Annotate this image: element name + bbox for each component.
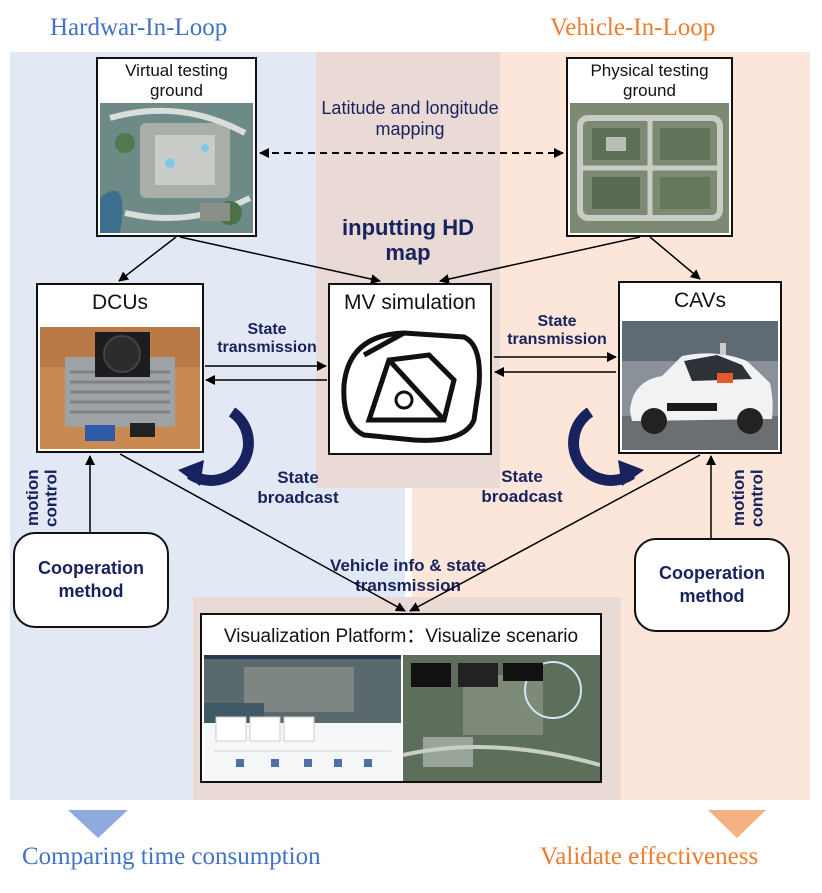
physical-to-mv-arrow	[439, 236, 641, 284]
dcus-title: DCUs	[92, 291, 148, 314]
virtual-ground-title-line2: ground	[150, 80, 203, 100]
state-transmission-right-label: State transmission	[494, 313, 620, 350]
cavs-to-visualization-arrow	[409, 454, 701, 612]
vil-header: Vehicle-In-Loop	[550, 14, 716, 41]
visualization-screenshot-right	[403, 655, 600, 781]
virtual-testing-ground-box: Virtual testing ground	[96, 57, 257, 237]
physical-testing-ground-box: Physical testing ground	[566, 57, 733, 237]
vehicle-info-line1: Vehicle info & state	[330, 556, 486, 575]
dcus-box: DCUs	[36, 283, 204, 453]
broadcast-right-line2: broadcast	[481, 486, 563, 506]
hd-map-image	[334, 325, 486, 449]
cooperation-method-left-box: Cooperation method	[13, 532, 169, 628]
coop-right-line2: method	[679, 586, 745, 606]
virtual-ground-title-line1: Virtual testing	[125, 61, 228, 80]
hd-map-line1: inputting HD	[342, 215, 474, 240]
dcu-hardware-image	[40, 327, 200, 449]
cavs-title: CAVs	[673, 289, 727, 312]
cooperation-method-right-box: Cooperation method	[634, 538, 790, 632]
visualization-platform-box: Visualization Platform：Visualize scenari…	[200, 613, 602, 783]
state-broadcast-right-label: State broadcast	[462, 467, 582, 506]
state-broadcast-left-label: State broadcast	[238, 468, 358, 507]
state-tx-right-line1: State	[537, 313, 577, 330]
broadcast-right-line1: State	[501, 467, 543, 486]
broadcast-left-line1: State	[277, 468, 319, 487]
vehicle-info-line2: transmission	[355, 575, 461, 595]
physical-to-cavs-arrow	[649, 236, 701, 280]
virtual-to-dcus-arrow	[118, 236, 177, 282]
vil-footer: Validate effectiveness	[540, 843, 759, 870]
broadcast-left-line2: broadcast	[257, 487, 339, 507]
mv-sim-title: MV simulation	[344, 291, 476, 314]
vil-down-triangle	[708, 810, 766, 838]
state-transmission-left-label: State transmission	[205, 321, 329, 358]
hil-down-triangle	[68, 810, 128, 838]
state-tx-left-line1: State	[247, 321, 287, 338]
broadcast-right-cycle-icon	[568, 407, 644, 486]
coop-right-line1: Cooperation	[659, 562, 765, 583]
physical-aerial-image	[570, 103, 729, 233]
lat-long-label: Latitude and longitude mapping	[300, 98, 520, 139]
lat-long-line1: Latitude and longitude	[321, 98, 499, 118]
hd-map-line2: map	[385, 240, 431, 266]
hd-map-label: inputting HD map	[316, 215, 500, 266]
cavs-box: CAVs	[618, 281, 782, 454]
state-tx-right-line2: transmission	[507, 331, 607, 349]
cav-vehicle-image	[622, 321, 778, 450]
hil-footer: Comparing time consumption	[22, 843, 321, 870]
coop-left-line2: method	[58, 581, 124, 601]
mv-simulation-box: MV simulation	[328, 283, 492, 455]
lat-long-line2: mapping	[375, 118, 445, 139]
physical-ground-title-line2: ground	[623, 80, 676, 100]
physical-ground-title-line1: Physical testing	[590, 61, 709, 80]
visualization-title: Visualization Platform：Visualize scenari…	[223, 626, 579, 647]
vehicle-info-label: Vehicle info & state transmission	[288, 556, 528, 595]
state-tx-left-line2: transmission	[217, 339, 317, 357]
virtual-aerial-image	[100, 103, 253, 233]
broadcast-left-cycle-icon	[178, 407, 254, 486]
hil-header: Hardwar-In-Loop	[50, 14, 228, 41]
dcus-to-visualization-arrow	[119, 453, 406, 612]
coop-left-line1: Cooperation	[38, 557, 144, 578]
virtual-to-mv-arrow	[179, 236, 381, 284]
visualization-screenshot-left	[204, 655, 401, 781]
